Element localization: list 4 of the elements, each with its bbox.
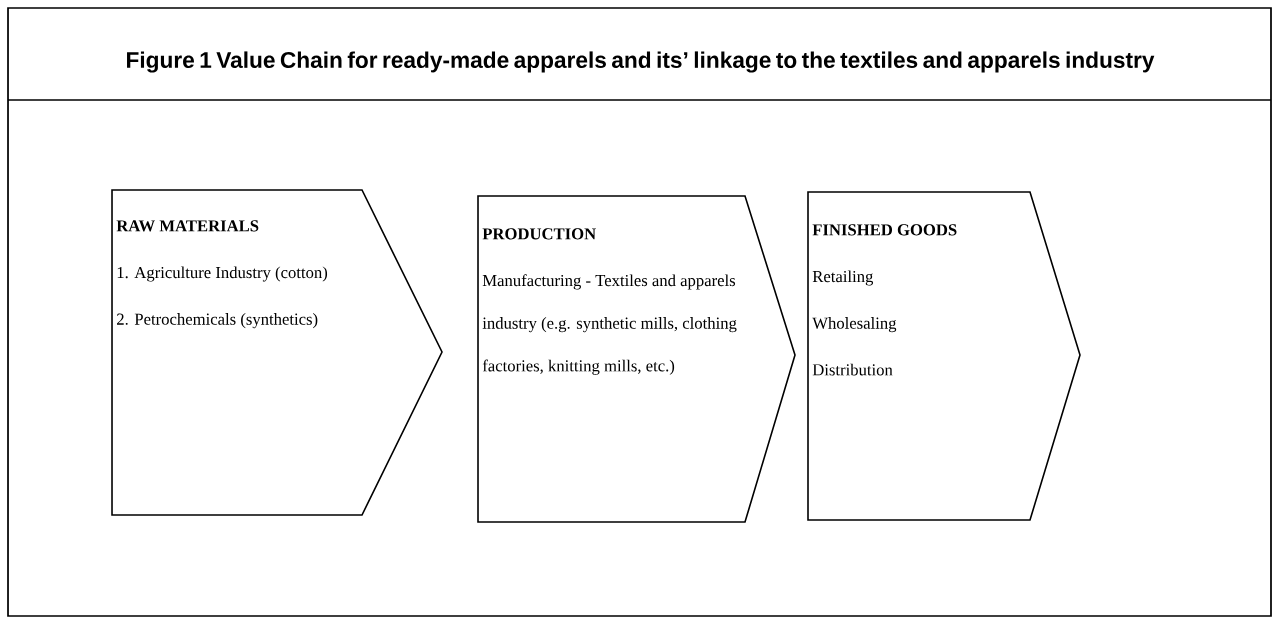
chevron-box: PRODUCTION Manufacturing - Textiles and apparels industry (e.g. synthetic mills, clothing factories, knitting mills, etc.) — [477, 195, 796, 523]
title: Figure 1 Value Chain for ready-made apparels and its’ linkage to the textiles and apparels industry — [127, 51, 1155, 73]
chevron-box: RAW MATERIALS 1. Agriculture Industry (cotton) 2. Petrochemicals (synthetics) — [111, 189, 443, 516]
chevron-box: FINISHED GOODS Retailing Wholesaling Distribution — [807, 191, 1081, 521]
